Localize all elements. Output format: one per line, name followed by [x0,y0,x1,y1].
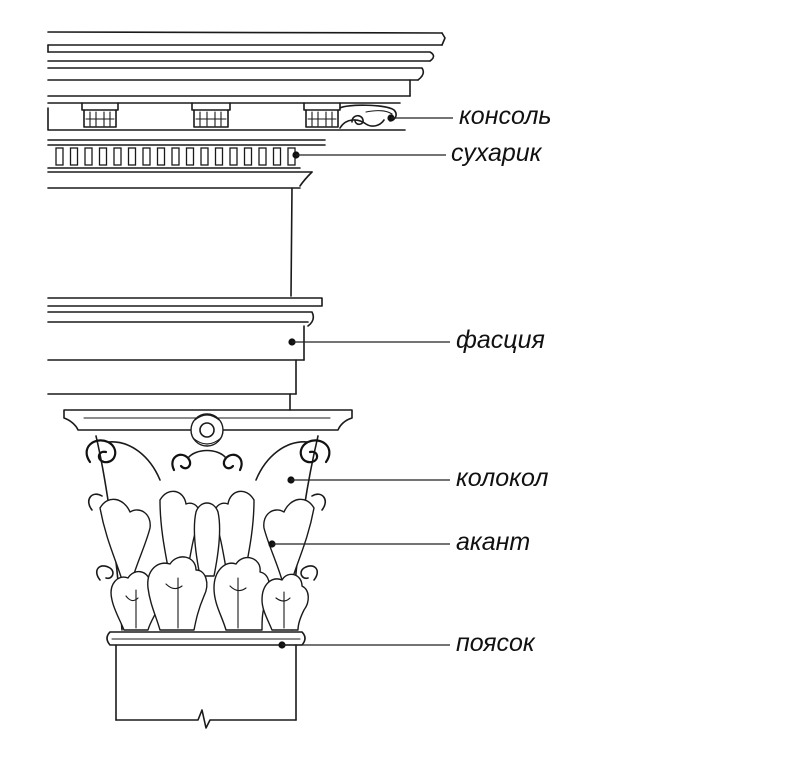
modillion-band [47,102,406,131]
dentil-tooth [156,147,166,166]
console-scroll [339,104,397,129]
label-bell: колокол [287,464,548,492]
label-text: колокол [456,464,548,492]
label-acanthus: акант [268,528,530,556]
label-text: фасция [456,326,545,354]
dentil-tooth [243,147,253,166]
modillion-block [191,102,231,128]
dentil-tooth [55,147,64,166]
dentil-band [47,139,326,189]
dentil-tooth [272,147,282,166]
column-shaft [115,644,297,729]
lower-acanthus [110,556,309,631]
dentil-tooth [258,147,267,166]
upper-leaves [99,490,315,581]
dentil-tooth [171,147,180,166]
modillion-block [81,102,119,128]
dentil-tooth [142,147,151,166]
label-dentil: сухарик [292,139,543,167]
label-fascia: фасция [288,326,545,354]
dentil-tooth [229,147,238,166]
dentil-tooth [84,147,93,166]
capital [63,409,353,631]
dentil-row [55,147,296,166]
label-console: консоль [387,102,552,130]
astragal [106,631,306,646]
label-text: консоль [459,102,552,130]
dentil-tooth [98,147,108,166]
label-astragal: поясок [278,629,536,657]
dentil-tooth [127,147,137,166]
dentil-tooth [69,147,79,166]
rosette [190,413,224,447]
side-curls [87,493,327,581]
label-text: поясок [456,629,536,657]
frieze [290,187,293,297]
label-text: сухарик [451,139,543,167]
volutes [85,439,331,481]
label-text: акант [456,528,530,556]
dentil-tooth [200,147,209,166]
architrave-fascia [47,297,323,411]
cornice [47,31,446,97]
dentil-tooth [113,147,122,166]
dentil-tooth [214,147,224,166]
modillion-block [303,102,341,128]
dentil-tooth [185,147,195,166]
